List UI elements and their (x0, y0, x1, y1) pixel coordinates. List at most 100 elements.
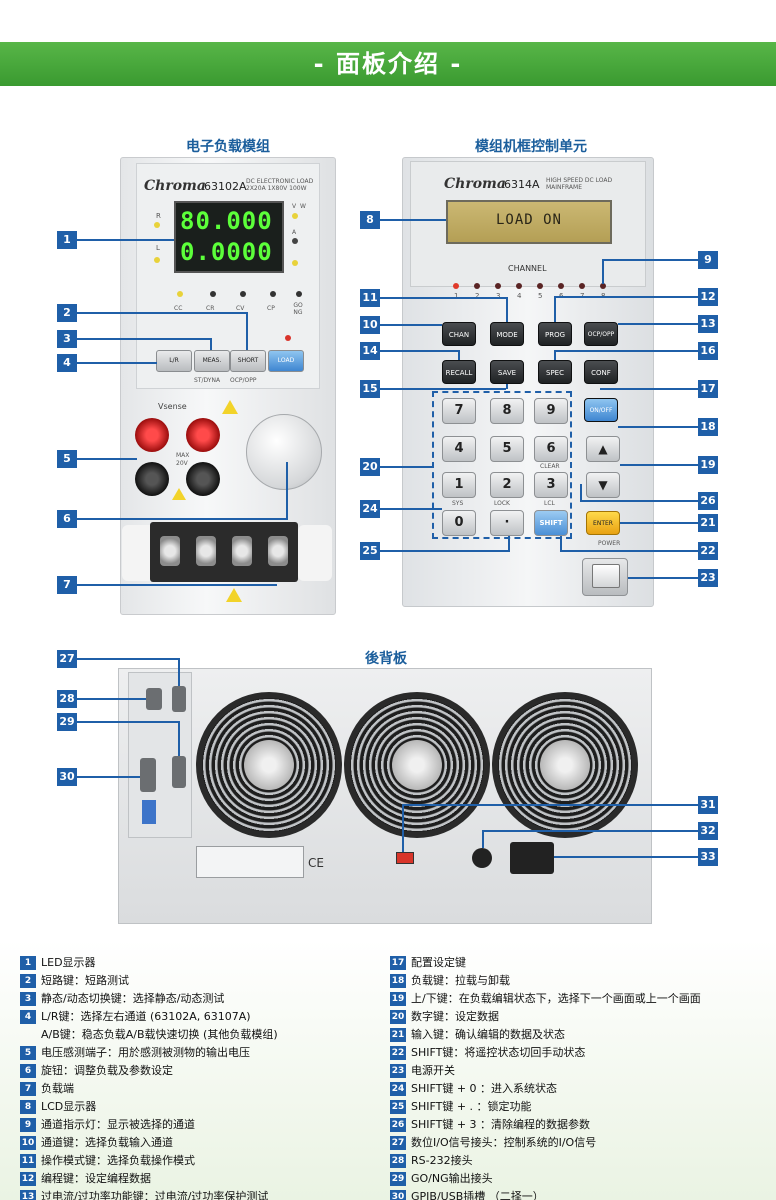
shift-button[interactable]: SHIFT (534, 510, 568, 536)
meas-button[interactable]: MEAS. (194, 350, 230, 372)
callout-20: 20 (360, 458, 380, 476)
prog-button[interactable]: PROG (538, 322, 572, 346)
callout-line (554, 350, 556, 360)
key-4[interactable]: 4 (442, 436, 476, 462)
callout-line (77, 362, 157, 364)
channel-led-icon (537, 283, 543, 289)
mode-button[interactable]: MODE (490, 322, 524, 346)
channel-led-icon (516, 283, 522, 289)
save-button[interactable]: SAVE (490, 360, 524, 384)
vsense-max-label: MAX (176, 452, 190, 459)
module-desc2: 2X20A 1X80V 100W (246, 185, 307, 192)
rs232-port-icon[interactable] (146, 688, 162, 710)
vsense-plus-jack-r[interactable] (186, 418, 220, 452)
adjust-knob[interactable] (246, 414, 322, 490)
mainframe-model: 6314A (504, 178, 540, 191)
lcl-label: LCL (544, 500, 555, 507)
callout-18: 18 (698, 418, 718, 436)
terminal-screw-icon[interactable] (196, 536, 216, 566)
enter-button[interactable]: ENTER (586, 511, 620, 535)
down-arrow-icon[interactable]: ▼ (586, 472, 620, 498)
fan-hub-icon (392, 740, 442, 790)
indicator-cp: CP (267, 305, 275, 312)
key-2[interactable]: 2 (490, 472, 524, 498)
ocp-opp-button[interactable]: OCP/OPP (584, 322, 618, 346)
label-r: R (156, 212, 161, 220)
callout-line (77, 239, 174, 241)
key-1[interactable]: 1 (442, 472, 476, 498)
voltage-selector[interactable] (396, 852, 414, 864)
unit-w-label: W (300, 203, 306, 210)
callout-25: 25 (360, 542, 380, 560)
recall-button[interactable]: RECALL (442, 360, 476, 384)
led-top-reading: 80.000 (180, 207, 273, 235)
digital-io-port-icon[interactable] (172, 686, 186, 712)
lcd-text: LOAD ON (495, 212, 562, 228)
channel-num: 3 (496, 292, 501, 300)
spec-button[interactable]: SPEC (538, 360, 572, 384)
up-arrow-icon[interactable]: ▲ (586, 436, 620, 462)
callout-21: 21 (698, 514, 718, 532)
channel-label: CHANNEL (508, 264, 547, 273)
callout-19: 19 (698, 456, 718, 474)
lock-label: LOCK (494, 500, 510, 507)
callout-line (618, 323, 698, 325)
terminal-screw-icon[interactable] (268, 536, 288, 566)
callout-line (402, 804, 404, 852)
cooling-fan-icon (344, 692, 490, 838)
callout-line (286, 462, 288, 520)
lr-button[interactable]: L/R (156, 350, 192, 372)
callout-line (508, 536, 510, 551)
callout-line (506, 384, 508, 389)
vsense-minus-jack[interactable] (135, 462, 169, 496)
callout-line (380, 508, 442, 510)
v-unit-led-icon (292, 213, 298, 219)
fan-hub-icon (244, 740, 294, 790)
channel-led-icon (558, 283, 564, 289)
terminal-screw-icon[interactable] (232, 536, 252, 566)
callout-24: 24 (360, 500, 380, 518)
power-switch[interactable] (592, 564, 620, 588)
callout-26: 26 (698, 492, 718, 510)
fuse-holder[interactable] (472, 848, 492, 868)
callout-line (380, 350, 458, 352)
callout-31: 31 (698, 796, 718, 814)
key-dot[interactable]: · (490, 510, 524, 536)
cr-led-icon (210, 291, 216, 297)
key-6[interactable]: 6 (534, 436, 568, 462)
vsense-minus-jack-r[interactable] (186, 462, 220, 496)
nameplate-label (196, 846, 304, 878)
callout-line (482, 830, 484, 848)
short-button[interactable]: SHORT (230, 350, 266, 372)
key-3[interactable]: 3 (534, 472, 568, 498)
ac-inlet-icon[interactable] (510, 842, 554, 874)
load-button[interactable]: LOAD (268, 350, 304, 372)
vsense-plus-jack[interactable] (135, 418, 169, 452)
key-8[interactable]: 8 (490, 398, 524, 424)
key-0[interactable]: 0 (442, 510, 476, 536)
key-9[interactable]: 9 (534, 398, 568, 424)
vsense-label: Vsense (158, 402, 187, 411)
unit-v-label: V (292, 203, 297, 210)
key-5[interactable]: 5 (490, 436, 524, 462)
callout-line (554, 350, 698, 352)
terminal-screw-icon[interactable] (160, 536, 180, 566)
onoff-button[interactable]: ON/OFF (584, 398, 618, 422)
module-brand: Chroma (144, 178, 206, 194)
chan-button[interactable]: CHAN (442, 322, 476, 346)
dip-switch-icon[interactable] (142, 800, 156, 824)
load-led-icon (285, 335, 291, 341)
key-7[interactable]: 7 (442, 398, 476, 424)
gong-port-icon[interactable] (172, 756, 186, 788)
gpib-port-icon[interactable] (140, 758, 156, 792)
cv-led-icon (240, 291, 246, 297)
conf-button[interactable]: CONF (584, 360, 618, 384)
gong-led-icon (296, 291, 302, 297)
legend-item: A/B键：稳态负载A/B载快速切换 (其他负载模组) (41, 1028, 278, 1041)
callout-line (178, 658, 180, 686)
